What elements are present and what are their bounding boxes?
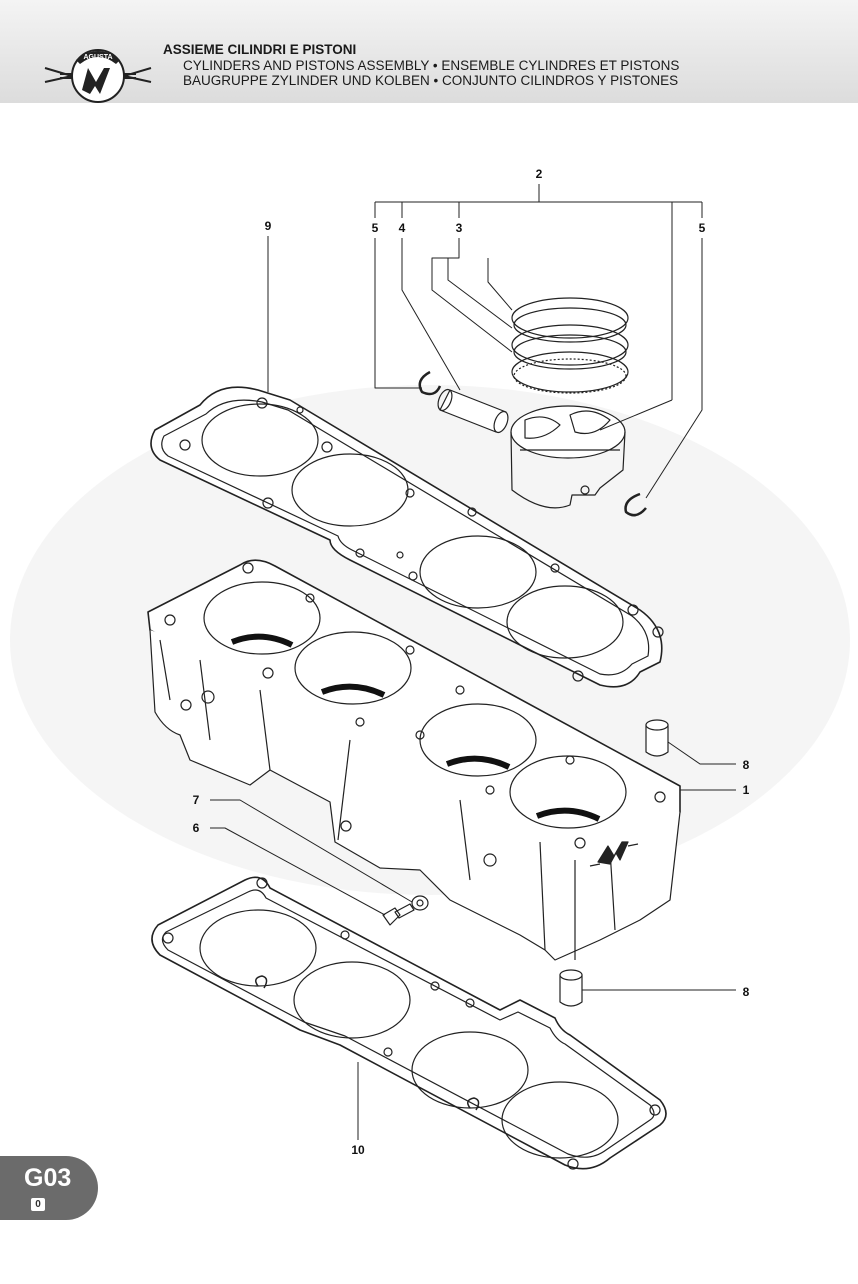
callout-5-left: 5 <box>372 221 379 235</box>
callout-10: 10 <box>351 1143 365 1157</box>
callout-4: 4 <box>399 221 406 235</box>
piston <box>510 405 626 509</box>
callout-3: 3 <box>456 221 463 235</box>
screw <box>382 903 415 926</box>
page-code-revision: 0 <box>31 1198 45 1211</box>
page-code: G03 <box>24 1164 72 1192</box>
callout-9: 9 <box>265 219 272 233</box>
page-subtitle-2: BAUGRUPPE ZYLINDER UND KOLBEN • CONJUNTO… <box>183 73 679 88</box>
page-code-tab: G03 0 <box>0 1156 98 1220</box>
callout-7: 7 <box>193 793 200 807</box>
callout-1: 1 <box>743 783 750 797</box>
callout-2: 2 <box>536 167 543 181</box>
base-gasket <box>151 876 667 1170</box>
circlip-left <box>418 370 442 396</box>
callout-6: 6 <box>193 821 200 835</box>
callout-8-lower: 8 <box>743 985 750 999</box>
circlip-right <box>624 492 647 517</box>
wrist-pin <box>437 388 509 434</box>
page-header: AGUSTA ASSIEME CILINDRI E PISTONI CYLIND… <box>0 0 858 103</box>
dowel-pin-lower <box>559 969 583 1007</box>
washer <box>411 895 429 911</box>
dowel-pin-upper <box>645 719 669 757</box>
mv-agusta-logo: AGUSTA <box>44 49 152 103</box>
page-subtitle-1: CYLINDERS AND PISTONS ASSEMBLY • ENSEMBL… <box>183 57 680 73</box>
logo-text: AGUSTA <box>83 54 112 61</box>
cylinder-block <box>147 559 681 961</box>
leader-lines <box>210 184 736 1140</box>
callout-5-right: 5 <box>699 221 706 235</box>
head-gasket <box>150 386 664 688</box>
callout-8-upper: 8 <box>743 758 750 772</box>
page-title: ASSIEME CILINDRI E PISTONI <box>163 42 357 57</box>
piston-rings <box>511 297 629 394</box>
